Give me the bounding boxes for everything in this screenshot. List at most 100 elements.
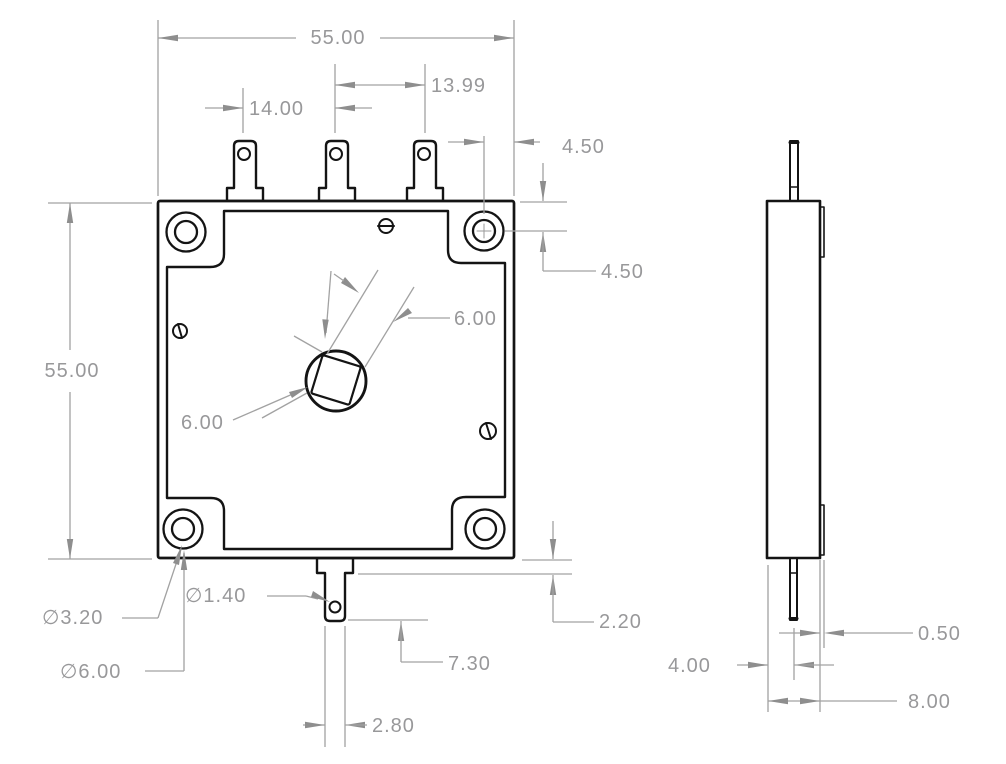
dim-overall-height: 55.00 (44, 202, 152, 560)
corner-hole-bottom-left (162, 508, 204, 550)
corner-hole-bottom-right-outer (464, 508, 506, 550)
dim-tab-width: 2.80 (303, 626, 415, 747)
corner-hole-bottom-left-inner (170, 516, 196, 542)
dim-mount-hole-inner: ∅3.20 (42, 545, 182, 629)
arrowhead (393, 308, 412, 322)
arrowhead (464, 138, 484, 146)
arrowhead (768, 697, 788, 705)
arrowhead (180, 550, 188, 570)
dim-side-pin-offset-label: 4.00 (668, 655, 711, 677)
dim-tab-step-label: 2.20 (599, 611, 642, 633)
corner-hole-top-left (165, 211, 207, 253)
dim-terminal-pitch-left: 14.00 (205, 64, 372, 133)
dim-side-pin-offset: 4.00 (668, 565, 834, 712)
arrowhead (66, 203, 74, 223)
arrowhead (800, 697, 820, 705)
extension-line (326, 269, 379, 355)
terminal-2-hole (329, 147, 343, 161)
screw-right (479, 422, 497, 440)
side-terminal-blade (788, 140, 800, 202)
bottom-tab (315, 556, 355, 623)
terminal-2 (317, 139, 357, 203)
extension-line (261, 392, 308, 419)
arrowhead (549, 539, 557, 559)
front-inner-outline (165, 209, 507, 551)
arrowhead (305, 721, 325, 729)
corner-hole-top-left-outer (165, 211, 207, 253)
screw-left (172, 323, 188, 339)
dim-tab-step: 2.20 (358, 521, 642, 633)
side-view (765, 140, 825, 621)
side-tab-upper (819, 206, 825, 258)
arrowhead (158, 34, 178, 42)
dim-overall-width-label: 55.00 (310, 27, 365, 49)
corner-hole-bottom-right-inner (472, 516, 498, 542)
dim-terminal-pitch-left-label: 14.00 (249, 98, 304, 120)
terminal-3-outline (405, 139, 445, 203)
arrowhead (223, 104, 243, 112)
dim-shaft-square-a: 6.00 (326, 269, 497, 368)
dim-overall-width: 55.00 (157, 20, 515, 196)
dim-side-body-depth: 8.00 (768, 691, 951, 713)
dim-shaft-square-b-label: 6.00 (181, 412, 224, 434)
dim-tab-length-label: 7.30 (448, 653, 491, 675)
arrowhead (514, 138, 534, 146)
arrowhead (289, 387, 308, 398)
dim-side-tab-thickness-label: 0.50 (918, 623, 961, 645)
arrowhead (824, 629, 844, 637)
leader-line (333, 273, 345, 282)
extension-line (364, 286, 415, 368)
arrowhead (173, 545, 182, 565)
arrowhead (748, 661, 768, 669)
arrowhead (335, 81, 355, 89)
arrowhead (539, 181, 547, 201)
arrowhead (800, 629, 820, 637)
bottom-tab-hole (328, 600, 342, 614)
dim-side-body-depth-label: 8.00 (908, 691, 951, 713)
side-bottom-pin (788, 557, 799, 621)
arrowhead (311, 591, 330, 602)
dim-hole-offset-vertical: 4.50 (505, 163, 644, 283)
dimensions: 55.00 14.00 13.99 4.50 (42, 20, 961, 747)
leader-line (305, 595, 319, 600)
corner-hole-bottom-left-outer (162, 508, 204, 550)
dim-terminal-pitch-right: 13.99 (335, 64, 486, 133)
dim-hole-offset-horizontal: 4.50 (448, 136, 605, 214)
shaft (304, 349, 368, 413)
terminal-3 (405, 139, 445, 203)
arrowhead (341, 277, 359, 293)
screw-top (377, 218, 395, 234)
terminal-2-outline (317, 139, 357, 203)
screw-right-slot (485, 422, 492, 440)
side-tab-lower (819, 504, 825, 556)
side-terminal-blade-outline (789, 140, 799, 202)
dim-mount-hole-inner-label: ∅3.20 (42, 607, 103, 629)
corner-hole-top-right-crosshair (476, 223, 492, 239)
screw-left-head (172, 323, 188, 339)
dim-terminal-pitch-right-label: 13.99 (431, 75, 486, 97)
dim-mount-hole-outer-label: ∅6.00 (60, 661, 121, 683)
arrowhead (405, 81, 425, 89)
dim-tab-hole: ∅1.40 (185, 585, 330, 607)
leader-line (232, 392, 296, 421)
arrowhead (66, 539, 74, 559)
terminal-1 (225, 139, 265, 203)
dim-hole-offset-vertical-label: 4.50 (601, 261, 644, 283)
dim-shaft-square-a-label: 6.00 (454, 308, 497, 330)
dim-mount-hole-outer: ∅6.00 (60, 550, 188, 683)
dim-tab-length: 7.30 (348, 619, 491, 675)
side-bottom-pin-outline (789, 557, 798, 621)
corner-hole-top-right-inner (471, 218, 497, 244)
dim-shaft-square-b: 6.00 (181, 270, 332, 434)
dim-tab-width-label: 2.80 (372, 715, 415, 737)
arrowhead (322, 319, 329, 339)
dim-hole-offset-horizontal-label: 4.50 (562, 136, 605, 158)
dim-tab-hole-label: ∅1.40 (185, 585, 246, 607)
terminal-3-hole (417, 147, 431, 161)
dim-overall-height-label: 55.00 (44, 360, 99, 382)
shaft-circle (304, 349, 368, 413)
screw-left-slot (177, 323, 183, 339)
front-view (156, 139, 516, 623)
